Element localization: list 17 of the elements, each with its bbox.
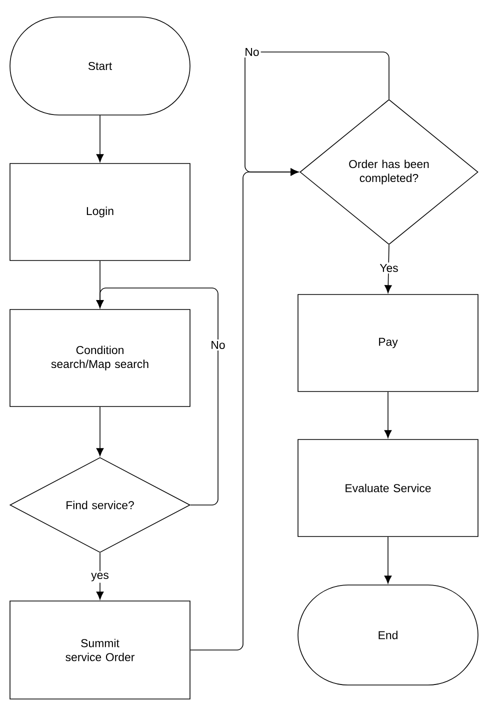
process-box: Evaluate Service [298, 439, 478, 537]
edge-label: No [243, 46, 261, 58]
edge-label: No [209, 340, 227, 350]
process-box: Login [10, 163, 190, 261]
process-box: Condition search/Map search [10, 309, 190, 407]
arrow [384, 536, 392, 584]
arrow [96, 115, 104, 162]
arrow [96, 406, 104, 456]
arrow [244, 52, 390, 176]
edge-label: yes [90, 571, 110, 583]
arrow [96, 552, 104, 600]
arrow [384, 244, 392, 294]
process-box: Pay [298, 294, 478, 392]
edge-label: Yes [378, 262, 400, 274]
process-box: Summit service Order [10, 600, 190, 700]
arrow [96, 288, 218, 506]
arrow [384, 392, 392, 438]
